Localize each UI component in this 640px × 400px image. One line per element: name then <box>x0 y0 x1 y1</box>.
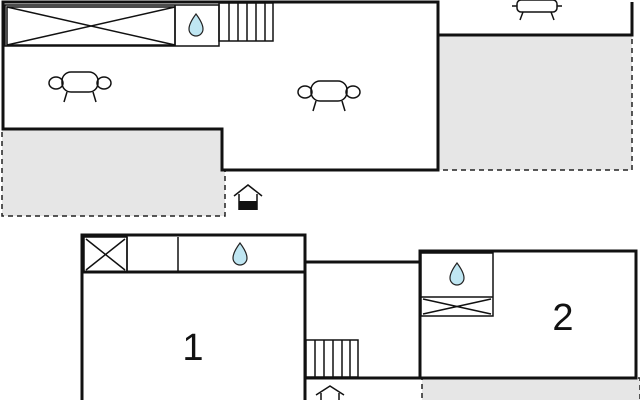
sink-drop-icon <box>188 12 204 37</box>
cooker-icon <box>83 236 128 273</box>
armchair-icon <box>297 80 361 112</box>
table-chair-icon <box>512 0 562 21</box>
hall-walls <box>305 249 638 380</box>
kitchenette-2 <box>420 252 494 317</box>
stairs-icon <box>305 339 359 378</box>
entrance-icon <box>315 385 345 400</box>
room-label-2: 2 <box>552 297 573 339</box>
cooker-icon <box>422 298 492 315</box>
terrace-bottom <box>421 377 640 400</box>
terrace-right <box>437 34 633 171</box>
sink-drop-icon <box>449 261 465 286</box>
sink-drop-icon <box>232 241 248 266</box>
upper-right-walls <box>436 2 634 37</box>
terrace-left <box>1 128 226 217</box>
kitchen-counter <box>4 4 220 47</box>
stairs-icon <box>218 2 274 42</box>
entrance-icon <box>233 184 263 210</box>
lower-floor: 1 2 <box>80 233 640 400</box>
upper-floor <box>1 0 634 217</box>
room-1-walls <box>80 233 307 400</box>
room-label-1: 1 <box>182 327 203 369</box>
armchair-icon <box>48 71 112 103</box>
